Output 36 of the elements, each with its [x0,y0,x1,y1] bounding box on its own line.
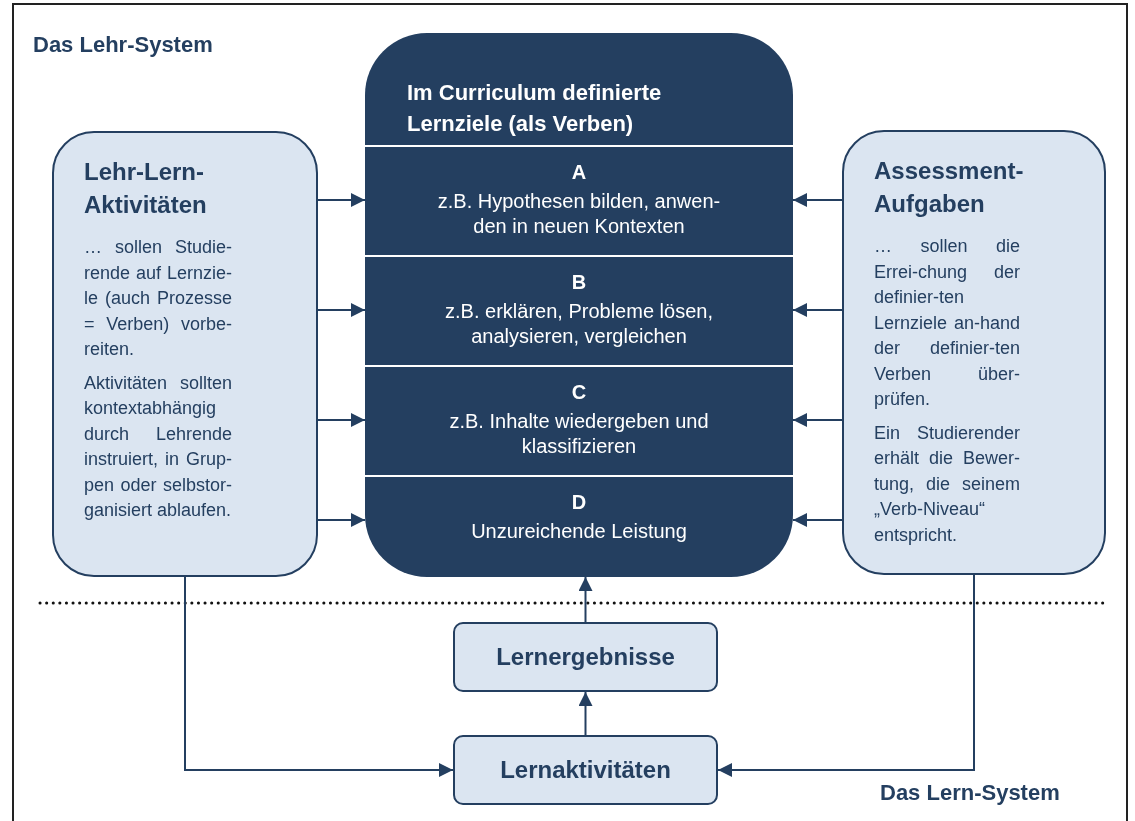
level-letter: B [571,270,587,295]
process-box [453,735,718,805]
level-letter: A [571,160,587,185]
arrow [578,691,593,736]
level-description: Unzureichende Leistung [470,519,688,544]
box-label: Lernaktivitäten [500,756,671,784]
arrow [792,513,843,527]
arrow [578,576,593,623]
arrow [184,576,454,777]
card-paragraph: … sollen die Errei-chung der definier-ten Lernziele an-hand der definier-ten Verben über-prüfen. [874,235,1020,411]
card-heading: Lehr-Lern-Aktivitäten [84,157,208,220]
arrow [792,413,843,427]
card-heading: Assessment-Aufgaben [874,156,1025,219]
arrow [792,193,843,207]
region-label: Das Lehr-System [33,32,213,58]
card-paragraph: … sollen Studie-rende auf Lernzie-le (auch Prozesse = Verben) vorbe-reiten. [84,236,232,361]
arrow [717,574,975,777]
box-label: Lernergebnisse [496,643,675,671]
arrow [317,193,366,207]
level-letter: D [571,490,587,515]
region-label: Das Lern-System [880,780,1060,806]
level-letter: C [571,380,587,405]
level-description: z.B. erklären, Probleme lösen, analysieren, vergleichen [444,299,714,349]
info-card [842,130,1106,575]
card-paragraph: Aktivitäten sollten kontextabhängig durch Lehrende instruiert, in Grup-pen oder selbstor-ganisiert ablaufen. [84,371,232,522]
arrow [317,513,366,527]
arrow [792,303,843,317]
info-card [52,131,318,577]
objectives-panel [365,33,793,577]
arrow [317,413,366,427]
level-description: z.B. Hypothesen bilden, anwen-den in neuen Kontexten [436,189,722,239]
panel-heading: Im Curriculum definierte Lernziele (als Verben) [407,79,663,138]
arrow [317,303,366,317]
level-description: z.B. Inhalte wiedergeben und klassifizieren [448,409,710,459]
card-paragraph: Ein Studierender erhält die Bewer-tung, die seinem „Verb-Niveau“ entspricht. [874,421,1020,547]
process-box [453,622,718,692]
